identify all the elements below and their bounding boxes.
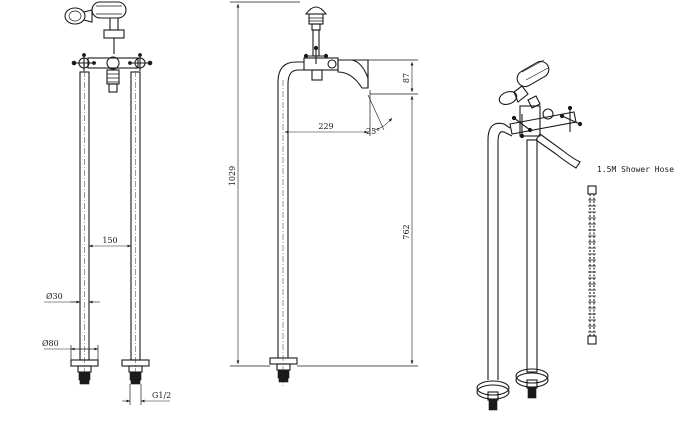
dim-spout-drop: 87 bbox=[402, 73, 411, 83]
side-base bbox=[269, 357, 298, 383]
shower-handset-icon bbox=[64, 1, 127, 25]
iso-left-handle-icon bbox=[511, 114, 533, 139]
isometric-view bbox=[476, 59, 583, 411]
dim-total-height: 1029 bbox=[228, 166, 237, 186]
left-cross-handle-icon bbox=[71, 53, 96, 71]
iso-base-front bbox=[476, 380, 510, 411]
shower-hose: 1.5M Shower Hose bbox=[587, 165, 674, 345]
iso-handset-icon bbox=[498, 59, 550, 105]
iso-right-handle-icon bbox=[559, 105, 583, 132]
dim-outlet-height: 762 bbox=[402, 224, 411, 239]
dim-pipe-diameter: Ø30 bbox=[46, 292, 63, 301]
dim-base-diameter: Ø80 bbox=[42, 339, 59, 348]
hose-label: 1.5M Shower Hose bbox=[597, 165, 674, 174]
front-left-base bbox=[70, 359, 99, 385]
side-handle-top-icon bbox=[304, 6, 328, 31]
dim-spout-reach: 229 bbox=[318, 122, 333, 131]
dim-pipe-spacing: 150 bbox=[102, 236, 117, 245]
right-cross-handle-icon bbox=[128, 53, 153, 71]
dim-thread: G1/2 bbox=[152, 391, 171, 400]
front-right-base bbox=[121, 359, 150, 385]
side-view: 1029 762 87 229 25° bbox=[228, 1, 418, 386]
dim-spout-angle: 25° bbox=[366, 127, 380, 136]
front-view: 150 Ø30 Ø80 G1/2 bbox=[42, 1, 171, 405]
iso-base-back bbox=[515, 368, 549, 399]
